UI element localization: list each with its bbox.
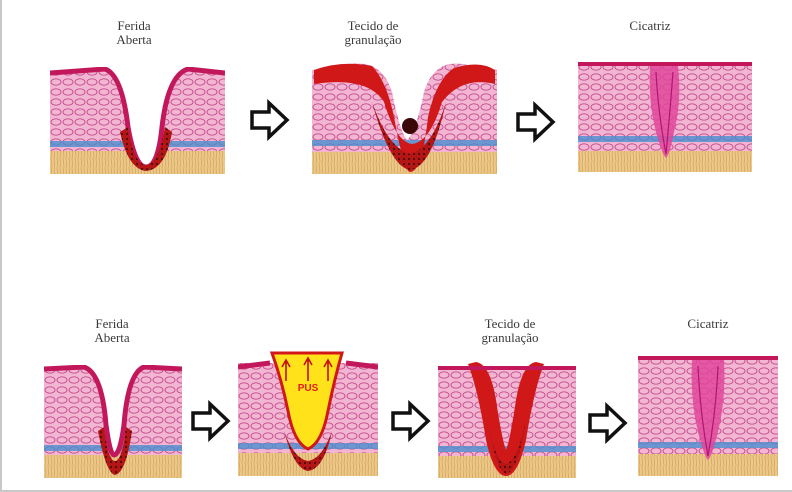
right-arrow-icon — [390, 400, 432, 447]
panel-row2-scar — [638, 356, 778, 476]
pus-label: PUS — [298, 383, 319, 394]
right-arrow-icon — [190, 400, 232, 447]
label-row1-scar: Cicatriz — [590, 19, 710, 33]
label-row1-granulation: Tecido de granulação — [313, 19, 433, 47]
panel-row2-granulation — [438, 360, 576, 478]
panel-row2-pus: PUS — [238, 351, 378, 476]
right-arrow-icon — [249, 99, 291, 146]
panel-row1-open-wound — [50, 67, 225, 174]
panel-row2-open-wound — [44, 365, 182, 478]
label-row2-open-wound: Ferida Aberta — [52, 317, 172, 345]
label-row1-open-wound: Ferida Aberta — [74, 19, 194, 47]
panel-row1-granulation — [312, 62, 497, 174]
right-arrow-icon — [515, 101, 557, 148]
label-row2-scar: Cicatriz — [648, 317, 768, 331]
panel-row1-scar — [578, 62, 752, 172]
label-row2-granulation: Tecido de granulação — [450, 317, 570, 345]
right-arrow-icon — [587, 402, 629, 449]
